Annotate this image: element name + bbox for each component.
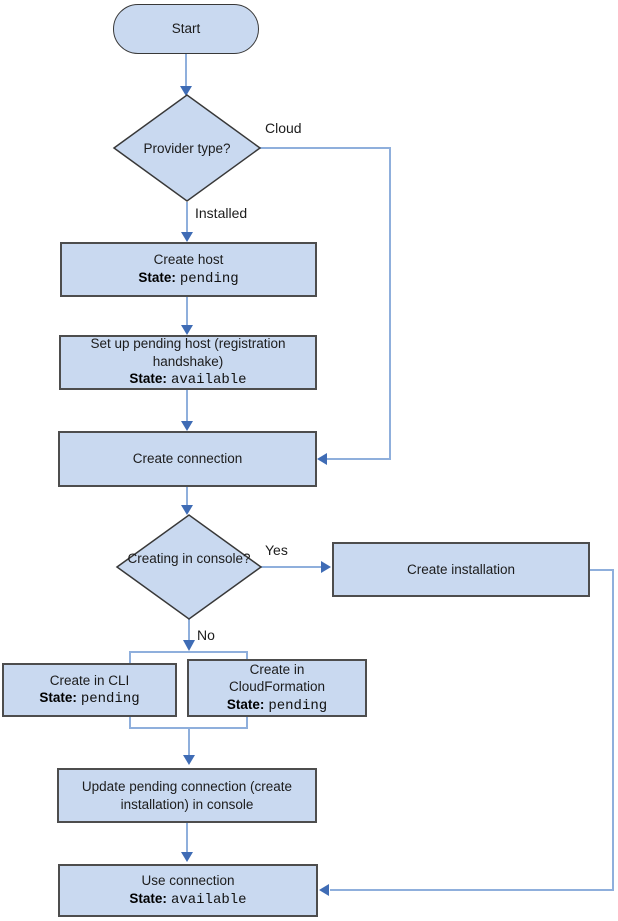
create-host-label: Create host [153,252,224,267]
state-label: State: [129,371,167,387]
state-value: pending [268,697,328,714]
start-label: Start [171,21,201,37]
create-in-cli-box: Create in CLI State:pending [2,663,177,717]
edge-create-installation-to-use-connection [330,569,614,891]
arrowhead-down-icon [180,86,192,96]
update-pending-connection-label: Update pending connection (create instal… [81,779,293,812]
use-connection-box: Use connection State:available [58,864,318,917]
state-value: pending [179,270,239,287]
arrowhead-down-icon [183,640,195,651]
state-value: available [170,372,247,389]
edge-label-no: No [197,627,215,643]
create-connection-box: Create connection [58,431,317,487]
use-connection-state: State:available [129,890,246,910]
setup-host-box: Set up pending host (registration handsh… [59,335,317,390]
arrowhead-down-icon [181,852,193,862]
arrowhead-down-icon [183,755,195,765]
arrowhead-left-icon [319,884,329,896]
create-in-cloudformation-label: Create in CloudFormation [228,661,326,695]
creating-in-console-diamond-shape [115,514,263,620]
arrowhead-down-icon [181,232,193,242]
provider-type-decision-label: Provider type? [143,141,231,156]
arrowhead-down-icon [181,421,193,431]
start-node: Start [113,4,259,54]
create-in-cloudformation-state: State:pending [227,696,327,716]
edge-label-yes: Yes [265,542,288,558]
create-host-box: Create host State:pending [60,242,317,297]
provider-type-diamond-shape [112,94,262,202]
create-in-cli-label: Create in CLI [49,672,130,688]
use-connection-label: Use connection [141,873,235,888]
arrowhead-right-icon [321,561,331,573]
arrowhead-left-icon [317,453,327,465]
create-installation-box: Create installation [332,542,590,597]
create-host-state: State:pending [138,269,238,289]
state-label: State: [39,690,77,705]
create-connection-label: Create connection [132,451,243,467]
state-value: available [170,891,247,908]
create-in-cloudformation-box: Create in CloudFormation State:pending [187,659,367,717]
state-value: pending [80,691,140,707]
creating-in-console-decision-label: Creating in console? [127,551,251,566]
setup-host-state: State:available [129,370,246,390]
edge-label-installed: Installed [195,205,248,221]
edge-label-cloud: Cloud [265,120,302,136]
create-installation-label: Create installation [406,561,516,577]
state-label: State: [129,890,167,906]
arrowhead-down-icon [181,505,193,515]
state-label: State: [226,696,265,712]
update-pending-connection-box: Update pending connection (create instal… [57,768,317,823]
arrowhead-down-icon [181,325,193,335]
setup-host-label: Set up pending host (registration handsh… [90,336,286,369]
edge-cloud-to-create-connection [260,147,391,460]
create-in-cli-state: State:pending [39,689,139,709]
state-label: State: [138,269,176,285]
